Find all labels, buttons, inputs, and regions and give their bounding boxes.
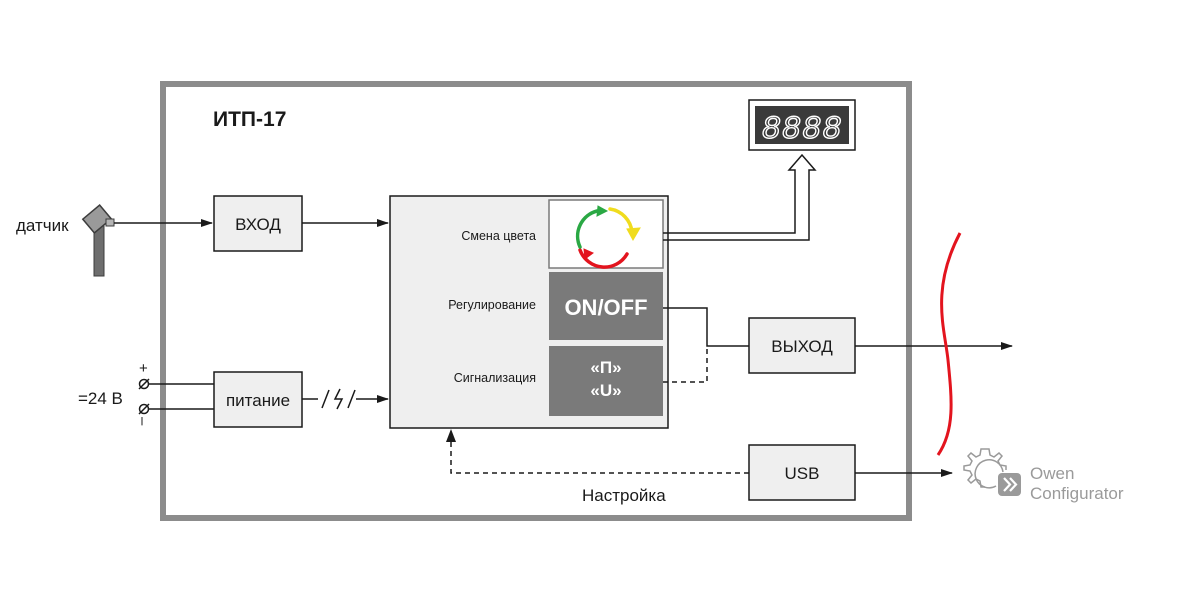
terminal-minus-icon [138,403,150,415]
voltage-label: =24 В [78,389,123,408]
sensor-icon [81,203,115,277]
power-supply-label: питание [226,391,290,410]
alarm-to-output-dashed-line [663,346,708,383]
on-off-panel [549,272,663,340]
alarm-p-label: «П» [590,358,621,377]
regulation-label: Регулирование [448,298,536,312]
output-block-label: ВЫХОД [771,337,833,356]
logo-owen-text: Owen [1030,464,1074,483]
minus-sign: – [134,417,151,426]
usb-block [748,444,856,501]
device-title: ИТП-17 [213,108,286,131]
sensor-label: датчик [16,216,69,235]
isolation-icon [321,388,356,410]
gear-icon [963,448,1007,489]
display-digits: 8888 [762,111,843,148]
color-change-label: Смена цвета [461,229,536,243]
display-screen [755,106,849,144]
alarm-u-label: «U» [590,381,621,400]
input-block-label: ВХОД [235,215,281,234]
alarm-label: Сигнализация [454,371,536,385]
logo-configurator-text: Configurator [1030,484,1124,503]
boundary-wave [936,232,962,456]
plus-sign: + [139,360,148,377]
on-off-label: ON/OFF [564,295,647,320]
usb-block-label: USB [785,464,820,483]
alarm-panel [549,346,663,416]
output-block [748,317,856,374]
onoff-to-output-line [663,307,749,347]
setup-label: Настройка [582,486,666,505]
setup-dashed-line [450,432,749,474]
terminal-plus-icon [138,378,150,390]
display-link-arrow [663,153,817,241]
power-supply-block [213,371,303,428]
color-cycle-icon [575,205,641,269]
color-change-panel [548,199,664,269]
owen-configurator-logo: Owen Configurator [963,448,1124,503]
setup-arrow-head [446,429,456,442]
